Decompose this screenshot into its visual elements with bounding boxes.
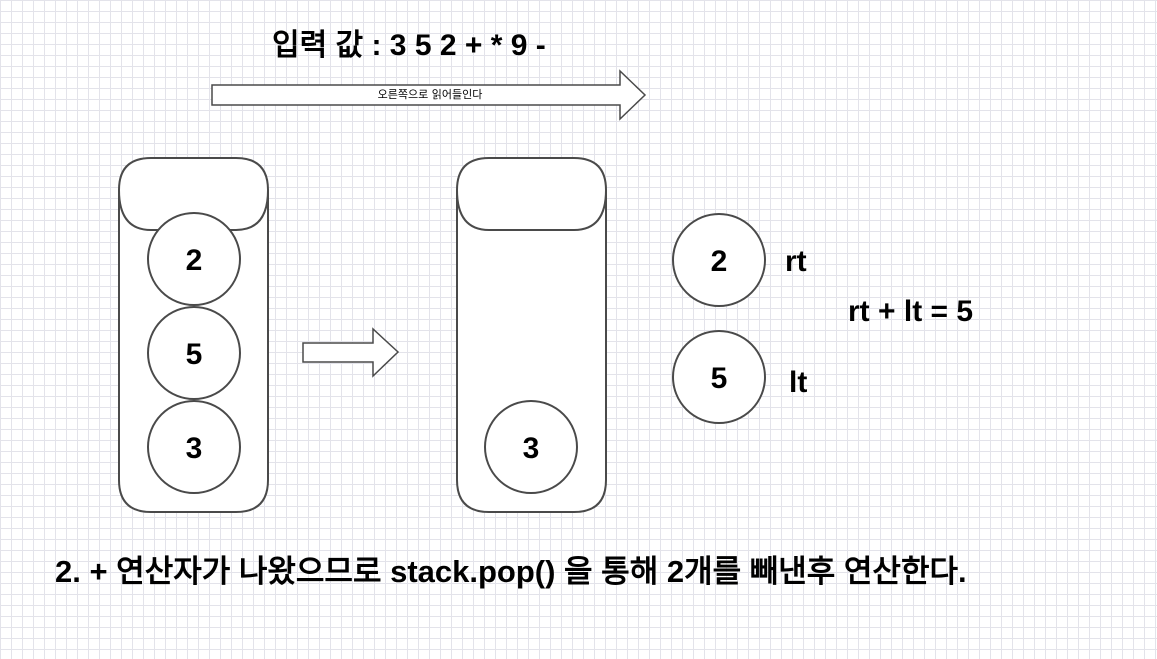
stack-after-node-bottom-label: 3 [523, 432, 540, 465]
stack-after-lid [455, 157, 608, 231]
stack-before-node-bottom [147, 400, 241, 494]
transition-arrow [302, 327, 400, 378]
stack-before-node-top-label: 2 [186, 244, 203, 277]
equation-text: rt + lt = 5 [848, 295, 973, 328]
popped-rt-node [672, 213, 766, 307]
popped-values: 2 rt 5 lt [672, 213, 807, 424]
input-title: 입력 값 : 3 5 2 + * 9 - [272, 29, 546, 62]
read-direction-arrow [211, 69, 647, 121]
popped-lt-node [672, 330, 766, 424]
step-caption: 2. + 연산자가 나왔으므로 stack.pop() 을 통해 2개를 빼낸후… [55, 554, 967, 589]
popped-lt-value: 5 [711, 362, 728, 395]
stack-before-lid [117, 157, 270, 231]
popped-rt-value: 2 [711, 245, 728, 278]
popped-lt-label: lt [789, 366, 807, 399]
stack-before-node-bottom-label: 3 [186, 432, 203, 465]
stack-after: 3 [455, 157, 608, 513]
stack-before-node-top [147, 212, 241, 306]
stack-before-node-middle-label: 5 [186, 338, 203, 371]
read-direction-label: 오른쪽으로 읽어들인다 [378, 88, 483, 101]
popped-rt-label: rt [785, 245, 807, 278]
stack-before-node-middle [147, 306, 241, 400]
stack-after-node-bottom [484, 400, 578, 494]
stack-before: 2 5 3 [117, 157, 270, 513]
